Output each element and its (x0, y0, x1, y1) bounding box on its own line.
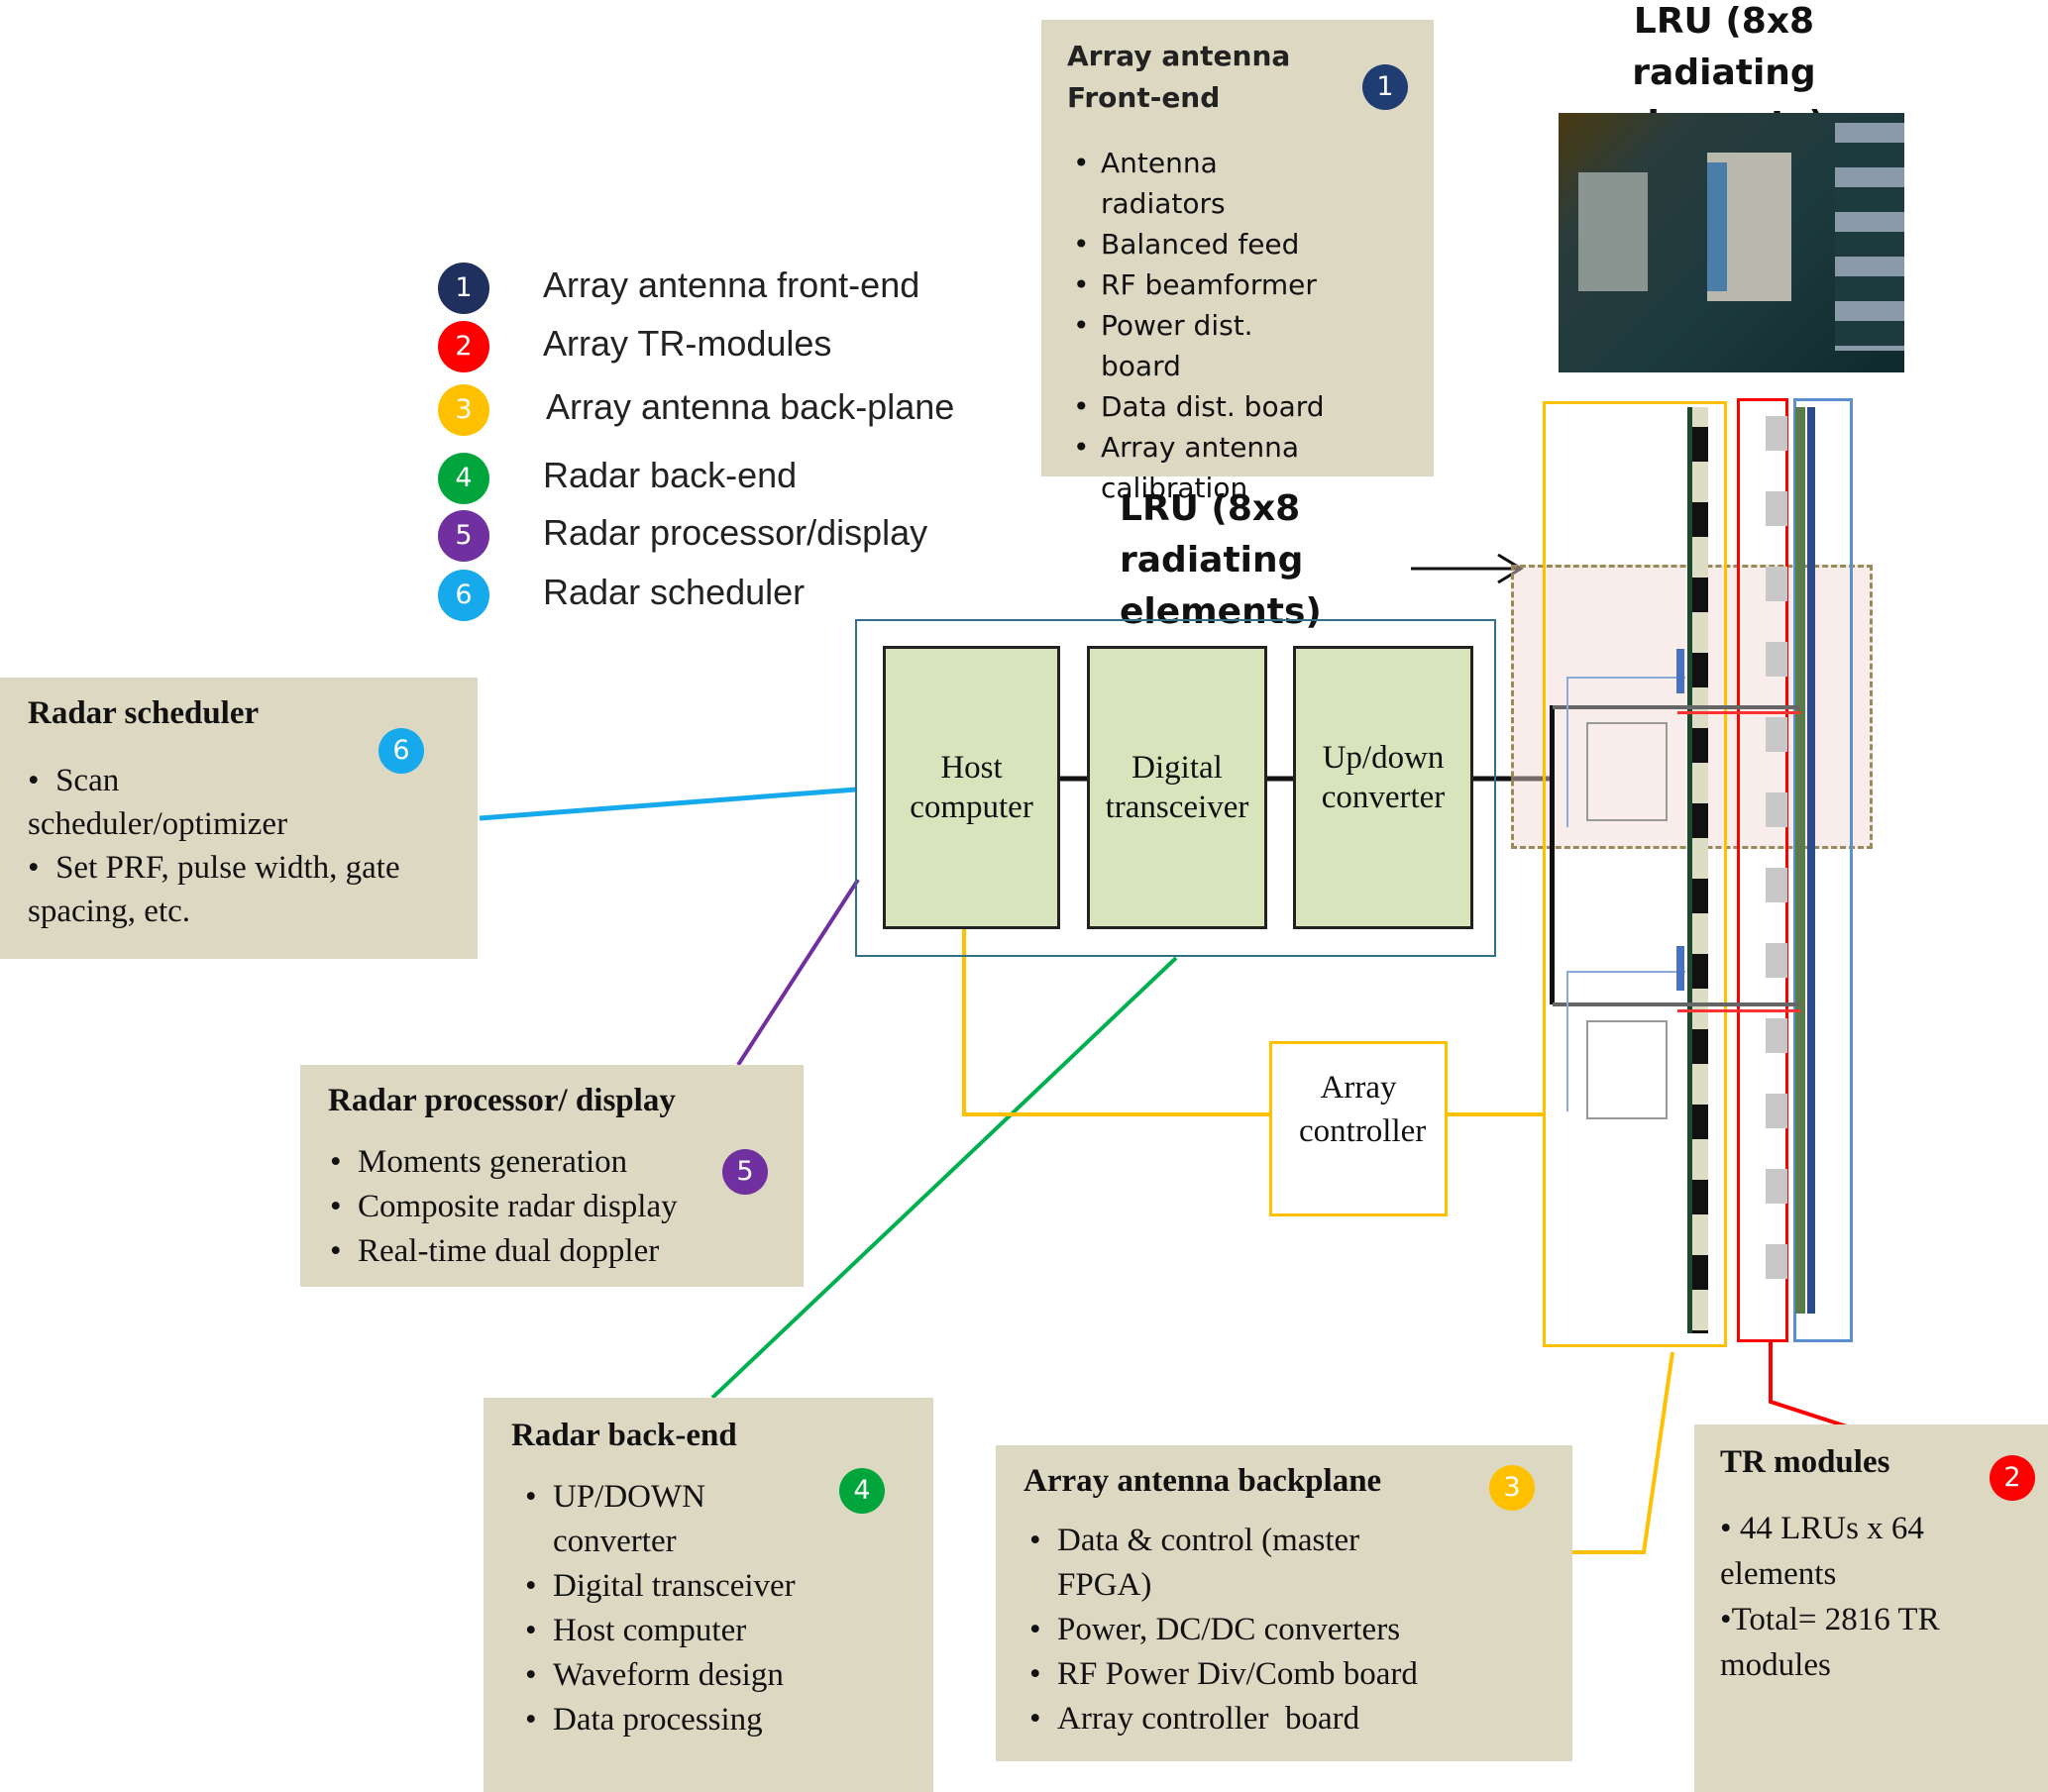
legend-badge-3-icon: 3 (438, 384, 489, 436)
legend-badge-6-icon: 6 (438, 570, 489, 621)
tr-list: • 44 LRUs x 64 elements •Total= 2816 TR … (1720, 1506, 2007, 1688)
legend-badge-2-icon: 2 (438, 321, 489, 372)
list-item: •Total= 2816 TR modules (1720, 1602, 1940, 1683)
backplane-list: Data & control (master FPGA) Power, DC/D… (1024, 1519, 1553, 1741)
legend-badge-1-icon: 1 (438, 263, 489, 314)
front-end-list: Antenna radiators Balanced feed RF beamf… (1067, 143, 1339, 508)
host-computer-label: Host computer (910, 750, 1033, 825)
lru-label-middle: LRU (8x8 radiating elements) (1120, 488, 1322, 632)
list-item: RF beamformer (1073, 264, 1339, 305)
backend-title: Radar back-end (511, 1418, 737, 1453)
list-item: Waveform design (525, 1653, 830, 1698)
lru-bus-link-top (1553, 705, 1800, 709)
lru-arrow-head (1497, 553, 1524, 584)
lru-photo-panel-left (1578, 172, 1648, 291)
legend-label: Radar processor/display (543, 512, 928, 553)
processor-connector (736, 878, 860, 1067)
front-end-title-line1: Array antenna (1067, 40, 1291, 72)
legend-label: Array TR-modules (543, 323, 832, 364)
processor-title: Radar processor/ display (328, 1083, 676, 1118)
rf-link-top (1677, 711, 1800, 714)
tr-leader (1769, 1339, 1854, 1430)
list-item: Real-time dual doppler (330, 1229, 804, 1274)
host-controller-connector (962, 927, 1269, 1116)
array-controller-block[interactable]: Array controller (1269, 1041, 1448, 1216)
up-down-converter-block[interactable]: Up/down converter (1293, 646, 1473, 929)
list-item: Digital transceiver (525, 1564, 830, 1609)
lru-bus-link-bottom (1553, 1002, 1800, 1006)
processor-list: Moments generation Composite radar displ… (328, 1140, 804, 1274)
legend-label: Array antenna front-end (543, 264, 920, 305)
list-item: • Scan scheduler/optimizer (28, 763, 288, 842)
backend-box: Radar back-end UP/DOWN converter Digital… (484, 1398, 933, 1792)
backend-list: UP/DOWN converter Digital transceiver Ho… (511, 1475, 830, 1742)
list-item: Power dist. board (1073, 305, 1339, 386)
list-item: Array antenna calibration (1073, 427, 1339, 508)
dc-converter-top (1586, 722, 1668, 821)
digital-transceiver-block[interactable]: Digital transceiver (1087, 646, 1267, 929)
up-down-converter-label: Up/down converter (1321, 740, 1446, 815)
badge-1-icon: 1 (1362, 64, 1408, 110)
radiator-panel (1807, 407, 1815, 1314)
tr-module-stack (1766, 416, 1787, 1308)
list-item: • 44 LRUs x 64 elements (1720, 1511, 1924, 1592)
scheduler-box: Radar scheduler • Scan scheduler/optimiz… (0, 678, 478, 959)
rf-link-bottom (1677, 1009, 1800, 1012)
backplane-title: Array antenna backplane (1024, 1463, 1382, 1499)
legend-label: Radar back-end (543, 455, 798, 495)
badge-3-icon: 3 (1489, 1465, 1535, 1511)
legend-badge-4-icon: 4 (438, 453, 489, 504)
tr-box: TR modules • 44 LRUs x 64 elements •Tota… (1694, 1424, 2048, 1792)
list-item: • Set PRF, pulse width, gate spacing, et… (28, 850, 400, 929)
scheduler-title: Radar scheduler (28, 695, 260, 731)
legend-badge-5-icon: 5 (438, 510, 489, 562)
list-item: Data & control (master FPGA) (1029, 1519, 1454, 1608)
backend-connector (710, 956, 1178, 1400)
legend-label: Array antenna back-plane (546, 386, 955, 427)
lru-photo-cables (1707, 162, 1727, 291)
connector-block-bottom (1676, 946, 1684, 991)
backplane-leader (1572, 1351, 1674, 1554)
control-line-top (1566, 677, 1685, 827)
processor-box: Radar processor/ display Moments generat… (300, 1065, 804, 1287)
tr-title: TR modules (1720, 1444, 1890, 1480)
list-item: Antenna radiators (1073, 143, 1339, 224)
list-item: Host computer (525, 1609, 830, 1653)
backplane-box: Array antenna backplane Data & control (… (996, 1445, 1572, 1761)
connector-block-top (1676, 649, 1684, 693)
backplane-pcb (1687, 407, 1708, 1333)
list-item: Composite radar display (330, 1185, 804, 1229)
list-item: UP/DOWN converter (525, 1475, 751, 1564)
list-item: RF Power Div/Comb board (1029, 1652, 1553, 1697)
scheduler-list: • Scan scheduler/optimizer • Set PRF, pu… (28, 759, 478, 933)
backend-group-outline (855, 619, 1496, 957)
list-item: Moments generation (330, 1140, 804, 1185)
array-controller-label: Array controller (1299, 1070, 1427, 1149)
backplane-outline (1543, 401, 1727, 1347)
front-end-title-line2: Front-end (1067, 81, 1221, 114)
list-item: Array controller board (1029, 1697, 1553, 1741)
list-item: Data processing (525, 1698, 830, 1742)
list-item: Power, DC/DC converters (1029, 1608, 1553, 1652)
digital-transceiver-label: Digital transceiver (1105, 750, 1249, 825)
host-computer-block[interactable]: Host computer (883, 646, 1060, 929)
badge-4-icon: 4 (839, 1468, 885, 1514)
lru-photo-absorbers (1835, 123, 1904, 351)
badge-2-icon: 2 (1990, 1455, 2035, 1501)
list-item: Data dist. board (1073, 386, 1339, 427)
front-end-outline (1793, 398, 1853, 1342)
lru-black-bus (1550, 705, 1555, 1004)
legend-label: Radar scheduler (543, 572, 806, 612)
radiator-board (1795, 407, 1805, 1314)
scheduler-connector (479, 787, 857, 821)
badge-6-icon: 6 (378, 728, 424, 774)
control-line-bottom (1566, 971, 1685, 1111)
dc-converter-bottom (1586, 1020, 1668, 1119)
lru-photo (1559, 113, 1904, 372)
badge-5-icon: 5 (722, 1149, 768, 1195)
list-item: Balanced feed (1073, 224, 1339, 264)
